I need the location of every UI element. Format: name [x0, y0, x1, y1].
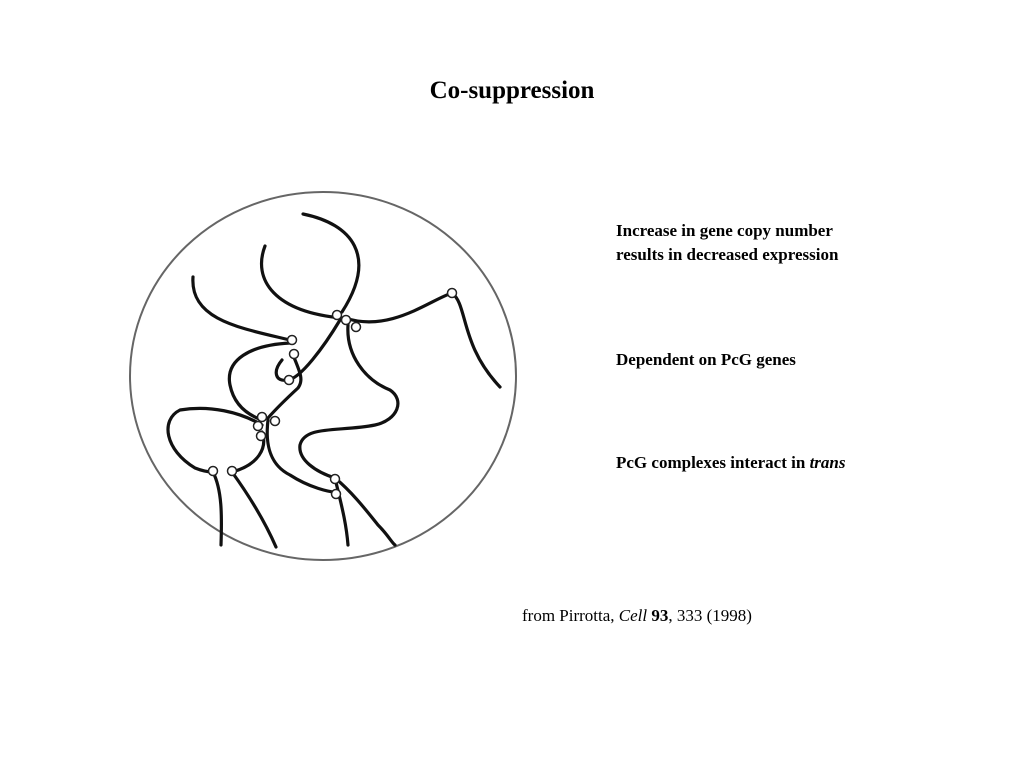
pcg-contact: [340, 314, 352, 326]
bullet-pcg-dependence: Dependent on PcG genes: [616, 348, 796, 372]
pcg-contact: [329, 473, 341, 485]
pcg-contact: [252, 420, 264, 432]
chromatin-fiber: [301, 212, 361, 314]
bullet-text: Dependent on PcG genes: [616, 350, 796, 369]
citation-volume: 93: [651, 606, 669, 625]
pcg-contact: [283, 374, 295, 386]
nucleus-diagram: [129, 191, 517, 561]
citation-prefix: from Pirrotta,: [522, 606, 619, 625]
chromatin-fiber: [259, 244, 344, 320]
pcg-contacts: [207, 287, 458, 500]
pcg-contact: [256, 411, 268, 423]
bullet-copy-number: Increase in gene copy number results in …: [616, 219, 838, 267]
bullet-line: results in decreased expression: [616, 245, 839, 264]
chromatin-fiber: [166, 406, 264, 474]
pcg-contact: [207, 465, 219, 477]
chromatin-fiber: [266, 353, 303, 420]
citation-rest: , 333 (1998): [668, 606, 752, 625]
chromatin-fiber: [211, 470, 224, 547]
pcg-contact: [330, 488, 342, 500]
pcg-contact: [288, 348, 300, 360]
chromatin-fiber: [333, 476, 350, 547]
pcg-contact: [269, 415, 281, 427]
pcg-contact: [255, 430, 267, 442]
chromatin-fiber: [274, 318, 342, 382]
citation-journal: Cell: [618, 606, 648, 625]
pcg-contact: [350, 321, 362, 333]
slide-title: Co-suppression: [429, 77, 595, 104]
pcg-contact: [286, 334, 298, 346]
citation: from Pirrotta, Cell 93, 333 (1998): [522, 604, 752, 628]
chromatin-fiber: [265, 418, 337, 494]
pcg-contact: [446, 287, 458, 299]
chromatin-fiber: [343, 291, 502, 389]
bullet-trans-interaction: PcG complexes interact in trans: [616, 451, 845, 475]
pcg-contact: [226, 465, 238, 477]
chromatin-fiber: [227, 341, 292, 422]
bullet-line: Increase in gene copy number: [616, 221, 833, 240]
bullet-text: PcG complexes interact in: [616, 453, 810, 472]
chromatin-fiber: [191, 275, 292, 342]
chromatin-fiber: [230, 470, 278, 549]
nucleus-outline: [129, 191, 517, 561]
chromatin-fiber: [298, 323, 400, 547]
pcg-contact: [331, 309, 343, 321]
bullet-emphasis: trans: [809, 453, 846, 472]
